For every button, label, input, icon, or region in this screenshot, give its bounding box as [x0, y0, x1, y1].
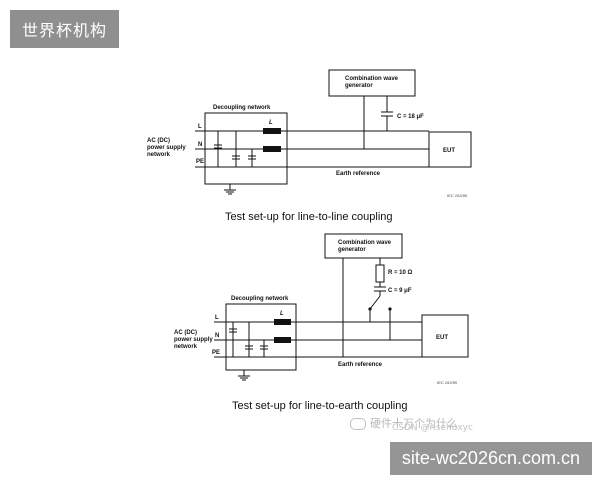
watermark-text: 硬件十万个为什么	[370, 417, 458, 430]
line-label-pe-2: PE	[212, 350, 220, 356]
inductor-n-1	[263, 146, 281, 152]
inductor-label-1: L	[269, 120, 273, 126]
resistor-label-2: R = 10 Ω	[388, 270, 413, 276]
inductor-label-2: L	[280, 311, 284, 317]
resistor-symbol	[375, 264, 385, 283]
source-label-2a: AC (DC)	[174, 330, 197, 336]
diagram-line-to-earth	[214, 233, 469, 381]
iec-tag-1: IEC 163/95	[447, 193, 468, 198]
generator-label-1b: generator	[345, 83, 373, 89]
inductor-l-1	[263, 128, 281, 134]
watermark-sub: CSDN @risehuxyc	[392, 423, 473, 433]
diagram-line-to-line	[195, 69, 472, 195]
earth-label-2: Earth reference	[338, 362, 383, 368]
source-label-2b: power supply	[174, 337, 213, 343]
switch-contact-l	[368, 307, 372, 311]
generator-label-2a: Combination wave	[338, 240, 392, 246]
corner-badge: 世界杯机构	[10, 10, 120, 48]
decoupling-box-2	[225, 303, 297, 371]
generator-label-2b: generator	[338, 247, 366, 253]
source-label-1b: power supply	[147, 145, 186, 151]
decoupling-label-2: Decoupling network	[231, 296, 289, 302]
source-label-1a: AC (DC)	[147, 138, 170, 144]
source-label-1c: network	[147, 152, 171, 158]
source-label-2c: network	[174, 344, 198, 350]
inductor-n-2	[274, 337, 291, 343]
line-label-l-2: L	[215, 315, 219, 321]
line-label-n-2: N	[215, 333, 219, 339]
eut-label-1: EUT	[443, 148, 455, 154]
eut-box-2	[421, 314, 469, 358]
inductor-l-2	[274, 319, 291, 325]
generator-box-2	[324, 233, 403, 259]
decoupling-label-1: Decoupling network	[213, 105, 271, 111]
switch-contact-n	[388, 307, 392, 311]
generator-label-1a: Combination wave	[345, 76, 399, 82]
watermark: 硬件十万个为什么 CSDN @risehuxyc	[350, 415, 473, 433]
capacitor-label-1: C = 18 μF	[397, 114, 424, 120]
earth-label-1: Earth reference	[336, 171, 381, 177]
line-label-pe-1: PE	[196, 159, 204, 165]
line-label-l-1: L	[198, 124, 202, 130]
caption-1: Test set-up for line-to-line coupling	[225, 211, 393, 223]
line-label-n-1: N	[198, 142, 202, 148]
site-badge: site-wc2026cn.com.cn	[389, 442, 592, 475]
capacitor-label-2: C = 9 μF	[388, 288, 412, 294]
caption-2: Test set-up for line-to-earth coupling	[232, 400, 407, 412]
switch-arm	[369, 295, 381, 310]
wechat-icon	[350, 418, 366, 430]
generator-box	[328, 69, 416, 97]
eut-label-2: EUT	[436, 335, 448, 341]
iec-tag-2: IEC 163/95	[437, 380, 458, 385]
